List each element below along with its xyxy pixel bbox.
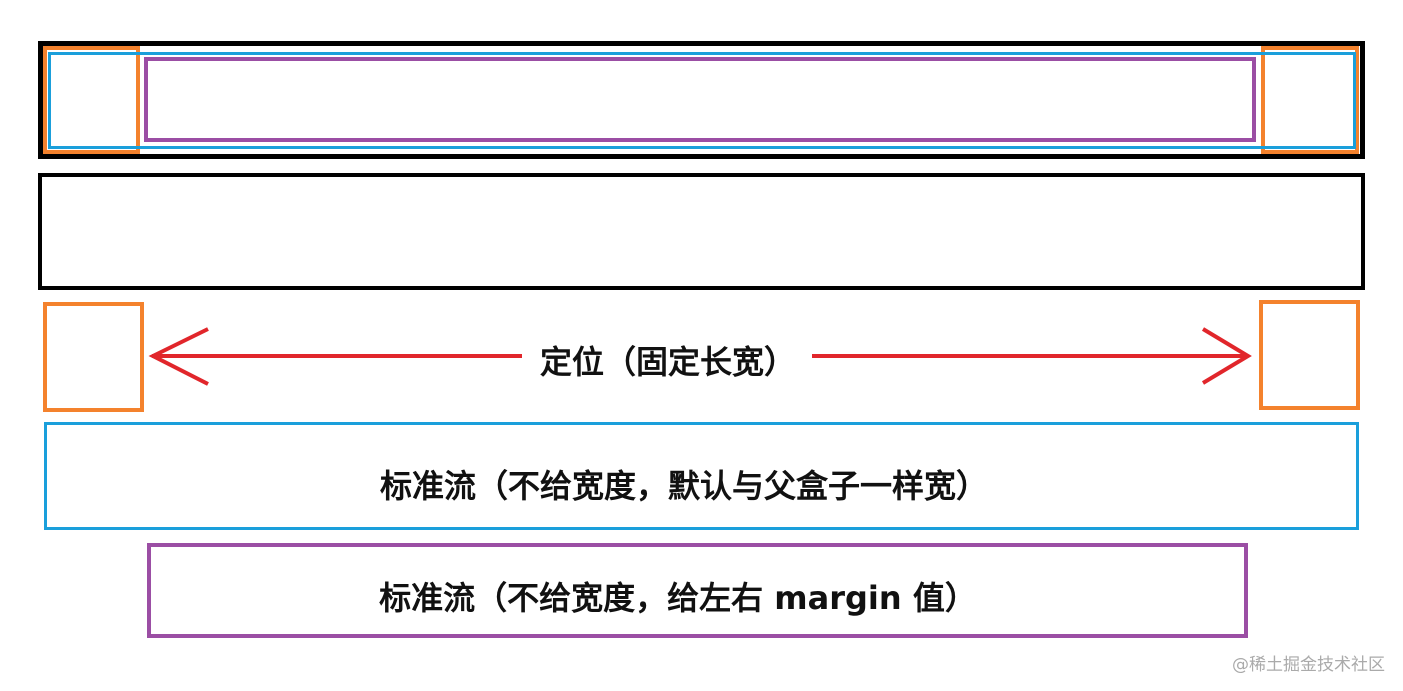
composite-container <box>38 41 1365 159</box>
right-positioned-box <box>1259 300 1360 410</box>
composite-margin-box <box>144 57 1256 142</box>
full-width-flow-label: 标准流（不给宽度，默认与父盒子一样宽） <box>379 467 989 505</box>
margin-flow-label: 标准流（不给宽度，给左右 margin 值） <box>379 579 977 617</box>
composite-full-width-box <box>48 52 1356 149</box>
positioned-label: 定位（固定长宽） <box>539 343 797 381</box>
parent-container <box>38 173 1365 290</box>
composite-left-positioned-box <box>43 46 140 154</box>
watermark: @稀土掘金技术社区 <box>1232 655 1385 675</box>
composite-right-positioned-box <box>1261 46 1359 154</box>
left-positioned-box <box>43 302 144 412</box>
margin-flow-box <box>147 543 1248 638</box>
full-width-flow-box <box>44 422 1359 530</box>
